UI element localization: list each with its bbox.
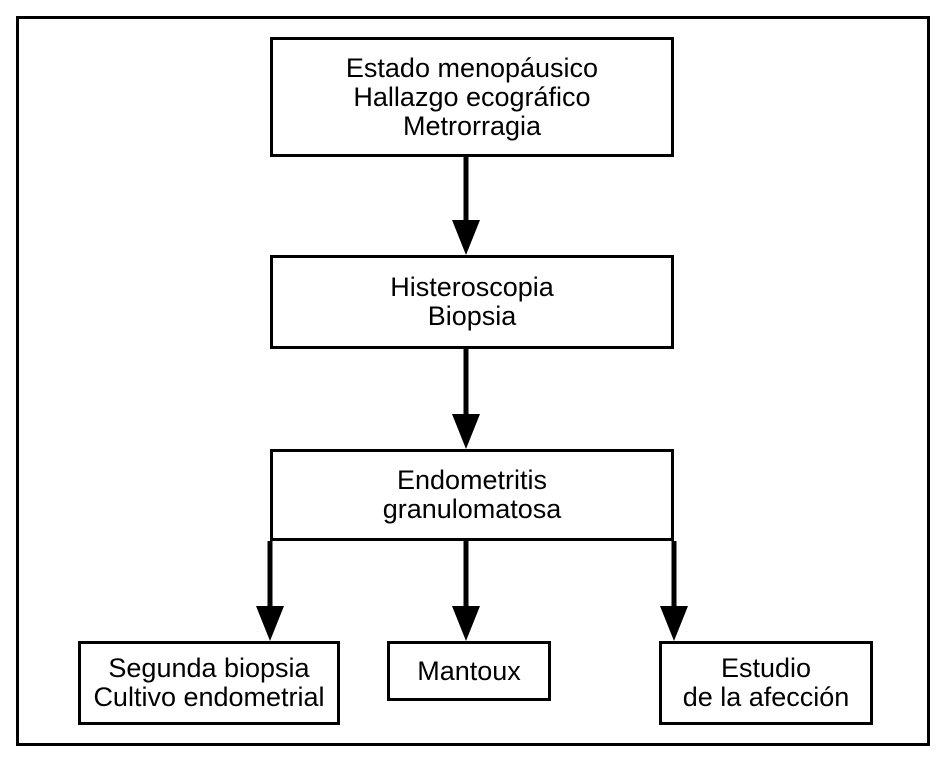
node-second-biopsy-line-1: Segunda biopsia [108,653,310,683]
node-diagnosis: Endometritis granulomatosa [270,449,674,541]
arrowhead-diagnosis [452,414,480,449]
node-study: Estudio de la afección [659,641,873,725]
arrowhead-mantoux [452,606,480,641]
node-second-biopsy-line-2: Cultivo endometrial [93,682,325,712]
node-procedure-line-2: Biopsia [427,301,517,331]
node-study-line-2: de la afección [682,682,850,712]
node-mantoux-line-1: Mantoux [417,655,521,686]
node-diagnosis-line-1: Endometritis [396,465,548,495]
arrowhead-study [660,606,688,641]
node-procedure: Histeroscopia Biopsia [270,255,674,349]
node-study-line-1: Estudio [720,653,812,683]
arrowhead-second-biopsy [256,606,284,641]
node-diagnosis-line-2: granulomatosa [382,494,562,524]
node-mantoux: Mantoux [387,641,551,701]
node-second-biopsy: Segunda biopsia Cultivo endometrial [78,641,340,725]
node-procedure-line-1: Histeroscopia [390,272,554,302]
node-start-line-2: Hallazgo ecográfico [353,81,591,112]
node-start: Estado menopáusico Hallazgo ecográfico M… [270,37,674,157]
diagram-frame [16,16,930,746]
node-start-line-1: Estado menopáusico [345,52,599,83]
node-start-line-3: Metrorragia [402,110,542,141]
arrowhead-procedure [452,220,480,255]
